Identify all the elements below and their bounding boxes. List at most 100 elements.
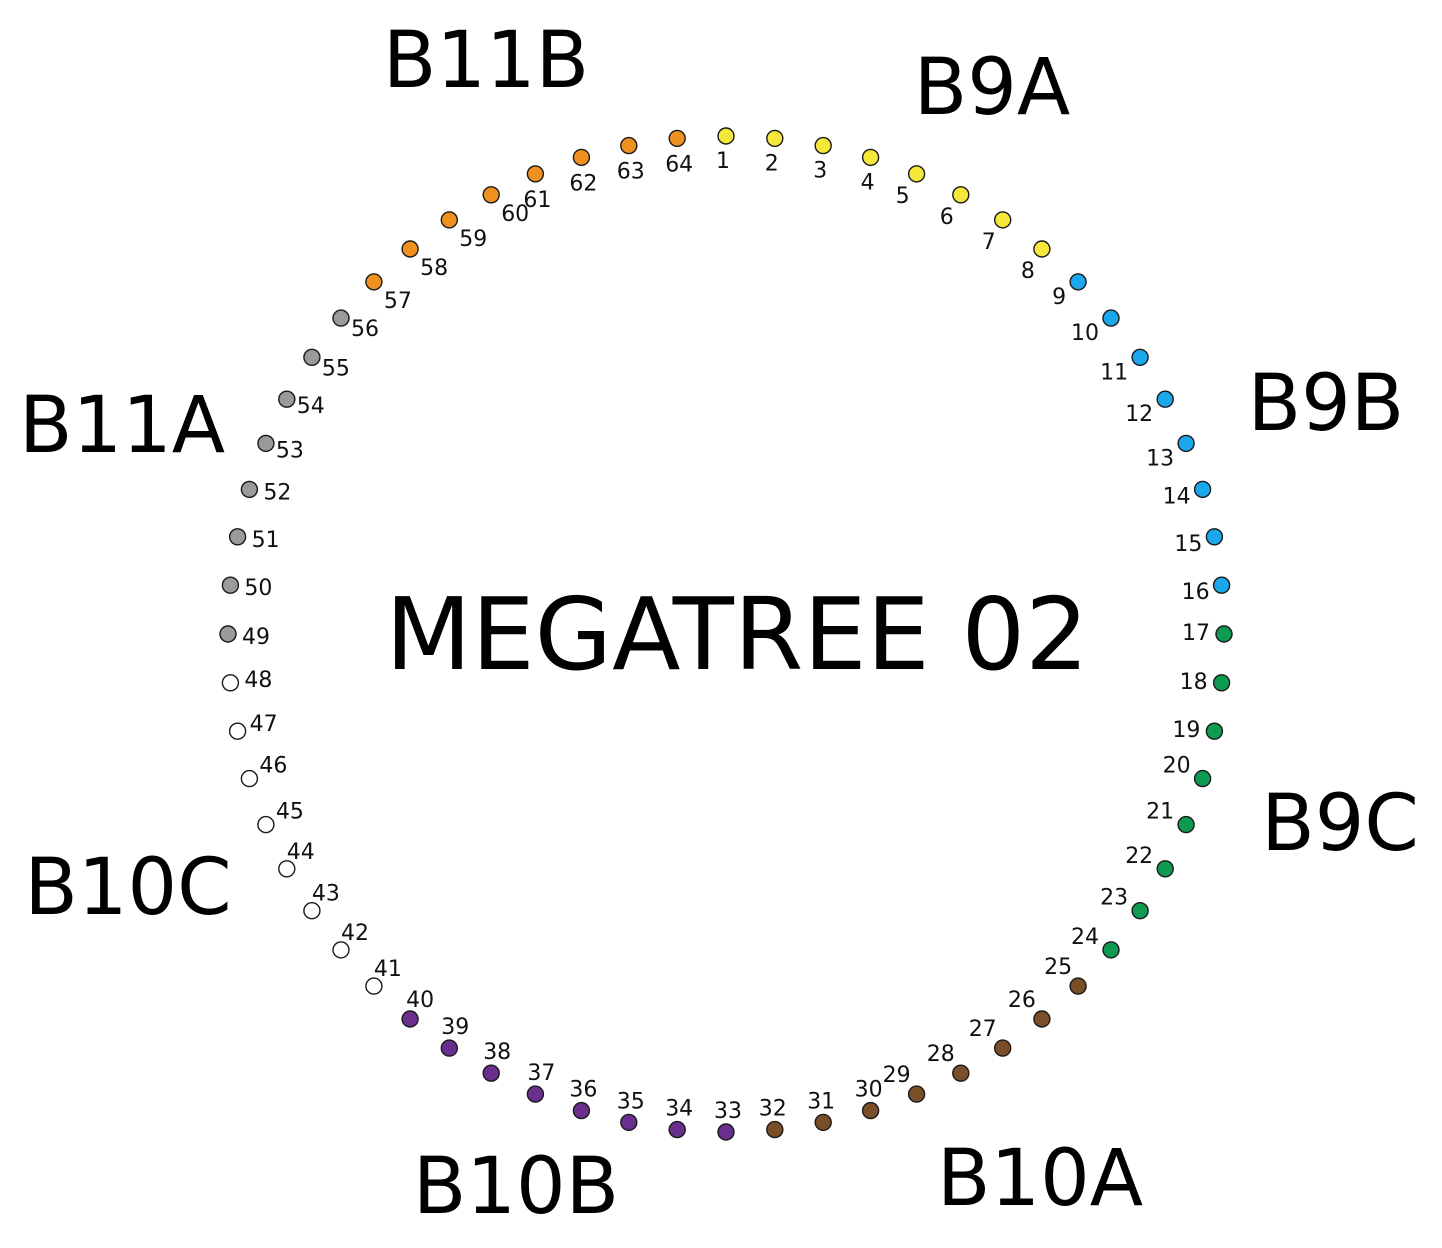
group-label-b10b: B10B xyxy=(413,1142,619,1232)
node-label-39: 39 xyxy=(441,1015,469,1040)
node-label-23: 23 xyxy=(1100,886,1128,911)
node-label-18: 18 xyxy=(1180,670,1208,695)
node-label-37: 37 xyxy=(527,1061,555,1086)
node-label-62: 62 xyxy=(569,171,597,196)
node-dot-39 xyxy=(440,1039,458,1057)
node-label-45: 45 xyxy=(276,800,304,825)
node-dot-13 xyxy=(1177,434,1195,453)
node-dot-55 xyxy=(303,348,321,366)
node-dot-54 xyxy=(278,390,296,408)
node-label-46: 46 xyxy=(259,754,287,779)
node-dot-29 xyxy=(907,1085,926,1103)
node-dot-18 xyxy=(1212,674,1231,692)
node-label-41: 41 xyxy=(374,957,402,982)
node-dot-17 xyxy=(1215,625,1233,643)
node-label-26: 26 xyxy=(1008,988,1036,1013)
node-label-17: 17 xyxy=(1182,621,1210,646)
node-label-21: 21 xyxy=(1146,800,1174,825)
node-dot-19 xyxy=(1205,722,1224,740)
node-label-56: 56 xyxy=(351,317,379,342)
node-dot-25 xyxy=(1069,977,1087,995)
node-label-57: 57 xyxy=(384,289,412,314)
node-dot-44 xyxy=(278,860,296,878)
node-label-55: 55 xyxy=(322,356,350,381)
node-label-31: 31 xyxy=(807,1089,835,1114)
node-label-6: 6 xyxy=(940,205,954,230)
node-label-51: 51 xyxy=(252,528,280,553)
node-label-10: 10 xyxy=(1071,321,1099,346)
node-dot-45 xyxy=(257,815,275,834)
node-dot-32 xyxy=(766,1120,784,1139)
node-dot-58 xyxy=(401,240,419,258)
node-dot-22 xyxy=(1156,860,1174,878)
node-dot-10 xyxy=(1102,309,1120,327)
node-label-40: 40 xyxy=(406,988,434,1013)
node-label-20: 20 xyxy=(1163,754,1191,779)
node-label-33: 33 xyxy=(714,1099,742,1124)
diagram-title: MEGATREE 02 xyxy=(385,576,1089,693)
node-label-5: 5 xyxy=(896,184,910,209)
group-label-b11b: B11B xyxy=(383,16,589,106)
node-label-64: 64 xyxy=(665,152,693,177)
node-dot-35 xyxy=(620,1113,638,1132)
node-label-28: 28 xyxy=(927,1042,955,1067)
node-dot-6 xyxy=(952,186,970,204)
node-dot-1 xyxy=(717,127,735,145)
node-label-24: 24 xyxy=(1071,925,1099,950)
node-dot-33 xyxy=(717,1123,735,1141)
node-dot-47 xyxy=(228,722,247,740)
node-dot-57 xyxy=(365,273,383,291)
node-dot-43 xyxy=(303,902,321,920)
node-dot-40 xyxy=(401,1010,419,1028)
node-dot-21 xyxy=(1177,815,1195,834)
node-dot-36 xyxy=(572,1101,591,1120)
node-dot-46 xyxy=(240,769,259,788)
node-label-58: 58 xyxy=(420,256,448,281)
node-dot-30 xyxy=(861,1101,880,1120)
node-label-60: 60 xyxy=(501,202,529,227)
node-label-44: 44 xyxy=(287,840,315,865)
node-label-43: 43 xyxy=(312,882,340,907)
node-dot-51 xyxy=(228,528,247,546)
node-dot-37 xyxy=(526,1085,545,1103)
node-label-8: 8 xyxy=(1021,259,1035,284)
node-label-32: 32 xyxy=(759,1097,787,1122)
node-dot-3 xyxy=(814,136,832,155)
node-dot-15 xyxy=(1205,528,1224,546)
node-dot-59 xyxy=(440,211,458,229)
node-dot-52 xyxy=(240,480,259,499)
node-label-30: 30 xyxy=(855,1078,883,1103)
group-label-b10a: B10A xyxy=(937,1134,1143,1224)
group-label-b9b: B9B xyxy=(1248,359,1405,449)
node-label-2: 2 xyxy=(765,151,779,176)
node-label-11: 11 xyxy=(1100,360,1128,385)
node-label-7: 7 xyxy=(982,230,996,255)
node-dot-16 xyxy=(1212,576,1231,594)
node-label-34: 34 xyxy=(665,1097,693,1122)
node-label-52: 52 xyxy=(263,480,291,505)
node-label-63: 63 xyxy=(617,160,645,185)
node-dot-56 xyxy=(332,309,350,327)
node-label-9: 9 xyxy=(1052,285,1066,310)
node-dot-62 xyxy=(572,148,591,167)
node-label-13: 13 xyxy=(1146,446,1174,471)
node-dot-53 xyxy=(257,434,275,453)
node-label-54: 54 xyxy=(297,394,325,419)
node-label-35: 35 xyxy=(617,1089,645,1114)
node-label-15: 15 xyxy=(1174,532,1202,557)
node-dot-50 xyxy=(221,576,240,594)
node-label-29: 29 xyxy=(883,1063,911,1088)
node-dot-4 xyxy=(861,148,880,167)
node-label-49: 49 xyxy=(242,625,270,650)
node-dot-14 xyxy=(1193,480,1212,499)
node-dot-11 xyxy=(1131,348,1149,366)
node-dot-48 xyxy=(221,674,240,692)
node-label-27: 27 xyxy=(969,1017,997,1042)
node-label-50: 50 xyxy=(244,576,272,601)
node-label-61: 61 xyxy=(523,188,551,213)
node-dot-2 xyxy=(766,129,784,148)
node-dot-38 xyxy=(482,1064,500,1082)
